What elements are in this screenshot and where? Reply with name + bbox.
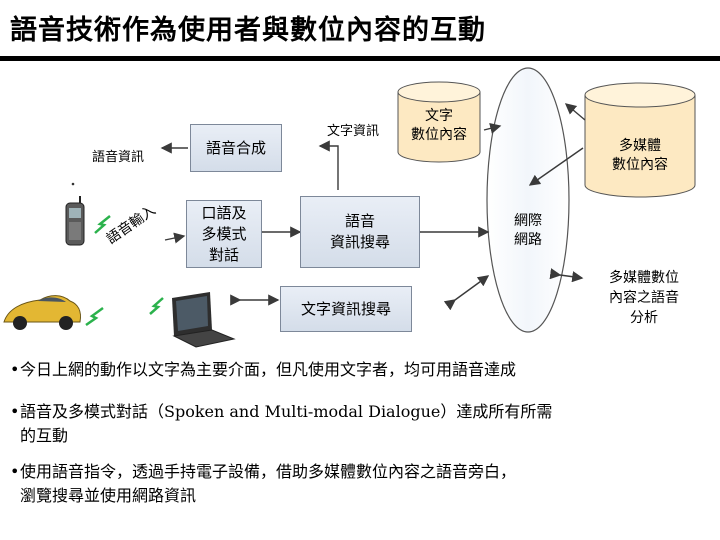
- voice-info-search-box: 語音 資訊搜尋: [300, 196, 420, 268]
- arrow-textsearch-internet: [443, 275, 490, 311]
- spoken-multimodal-dialogue-box: 口語及 多模式 對話: [186, 200, 262, 268]
- multimedia-narration-label: 多媒體數位 內容之語音 分析: [609, 270, 679, 326]
- laptop-icon: [172, 292, 236, 348]
- text-info-search-box: 文字資訊搜尋: [280, 286, 412, 332]
- arrow-text-to-internet: [483, 122, 502, 134]
- multimedia-content-cylinder-label: 多媒體 數位內容: [612, 138, 668, 173]
- wireless-signal-icon: [149, 297, 164, 315]
- wireless-signal-icon: [85, 306, 104, 327]
- arrow-text-info: [318, 140, 339, 190]
- text-content-cylinder-label: 文字 數位內容: [411, 108, 467, 143]
- mobile-phone-icon: [65, 196, 85, 246]
- bullet-dot-icon: •: [10, 462, 20, 481]
- multimedia-content-cylinder: [584, 82, 696, 198]
- internet-ellipse: [486, 67, 570, 333]
- car-icon: [3, 295, 81, 330]
- bullet-item: •語音及多模式對話（Spoken and Multi-modal Dialogu…: [10, 402, 553, 445]
- text-info-label: 文字資訊: [327, 124, 380, 139]
- bullet-item: •使用語音指令，透過手持電子設備，借助多媒體數位內容之語音旁白， 瀏覽搜尋並使用…: [10, 462, 517, 505]
- voice-info-label: 語音資訊: [92, 150, 145, 165]
- arrow-input-dialogue: [164, 232, 186, 244]
- bullet-dot-icon: •: [10, 360, 20, 379]
- text-content-cylinder: [397, 81, 481, 163]
- page-title: 語音技術作為使用者與數位內容的互動: [10, 15, 486, 46]
- title-divider: [0, 56, 720, 61]
- arrow-internet-narration: [549, 268, 584, 283]
- arrow-multimedia-out: [528, 147, 584, 186]
- arrow-multimedia-in: [564, 103, 586, 121]
- speech-synthesis-box: 語音合成: [190, 124, 282, 172]
- wireless-signal-icon: [94, 215, 111, 234]
- bullet-dot-icon: •: [10, 402, 20, 421]
- bullet-item: •今日上網的動作以文字為主要介面，但凡使用文字者，均可用語音達成: [10, 358, 710, 382]
- internet-label: 網際 網路: [514, 213, 542, 248]
- dot-marker: [71, 182, 75, 186]
